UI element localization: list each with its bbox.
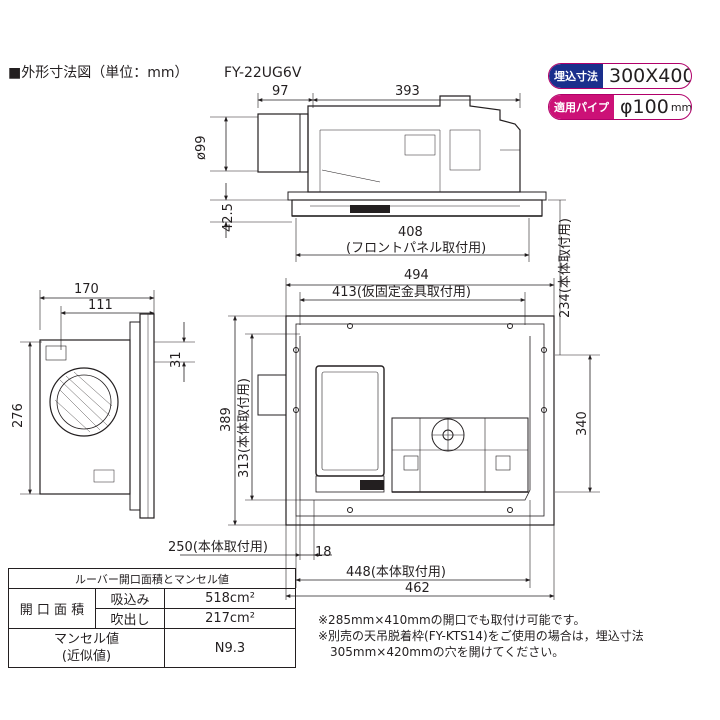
dim-408-note: (フロントパネル取付用) — [346, 241, 486, 256]
pipe-size-badge: 適用パイプ φ100 mm — [548, 94, 692, 120]
dim-393: 393 — [395, 84, 420, 99]
intake-label: 吸込み — [95, 588, 165, 609]
outlet-value: 217cm² — [164, 608, 296, 629]
munsell-label-line2: (近似値) — [61, 649, 112, 664]
end-view — [20, 290, 155, 519]
side-view — [210, 93, 547, 223]
dim-31: 31 — [169, 351, 184, 368]
munsell-value: N9.3 — [164, 628, 296, 668]
dim-389: 389 — [219, 407, 234, 432]
plan-view — [228, 278, 600, 526]
embed-size-label: 埋込寸法 — [549, 64, 603, 88]
dim-413: 413(仮固定金具取付用) — [332, 284, 471, 300]
pipe-size-unit: mm — [670, 100, 692, 114]
note-2: ※別売の天吊脱着枠(FY-KTS14)をご使用の場合は，埋込寸法 — [318, 629, 644, 643]
dim-18: 18 — [315, 545, 332, 560]
dim-408: 408 — [398, 225, 423, 240]
dim-97: 97 — [272, 84, 289, 99]
dim-276: 276 — [11, 403, 26, 428]
dim-313: 313(本体取付用) — [237, 378, 252, 478]
dim-462: 462 — [405, 581, 430, 596]
munsell-label: マンセル値 (近似値) — [8, 628, 165, 668]
embed-size-badge: 埋込寸法 300X400 mm — [548, 63, 692, 89]
dim-99: ø99 — [194, 136, 209, 161]
open-area-label: 開 口 面 積 — [8, 588, 96, 629]
note-1: ※285mm×410mmの開口でも取付け可能です。 — [318, 613, 586, 627]
dim-111: 111 — [88, 298, 113, 313]
dim-448: 448(本体取付用) — [346, 565, 446, 580]
spec-table-header: ルーバー開口面積とマンセル値 — [8, 568, 296, 589]
pipe-size-label: 適用パイプ — [549, 95, 614, 119]
drawing-title: ■外形寸法図（単位：mm） — [8, 65, 189, 81]
outlet-label: 吹出し — [95, 608, 165, 629]
embed-size-value: 300X400 — [609, 65, 692, 87]
louver-spec-table: ルーバー開口面積とマンセル値 開 口 面 積 吸込み 518cm² 吹出し 21… — [8, 568, 296, 668]
dim-250: 250(本体取付用) — [168, 540, 268, 555]
dim-234: 234(本体取付用) — [558, 218, 573, 318]
notes: ※285mm×410mmの開口でも取付け可能です。 ※別売の天吊脱着枠(FY-K… — [318, 612, 718, 660]
dim-494: 494 — [404, 268, 429, 283]
dim-42-5: 42.5 — [221, 203, 236, 232]
model-number: FY-22UG6V — [224, 65, 302, 81]
note-3: 305mm×420mmの穴を開けてください。 — [318, 645, 565, 659]
pipe-size-value: φ100 — [620, 96, 669, 118]
intake-value: 518cm² — [164, 588, 296, 609]
munsell-label-line1: マンセル値 — [53, 632, 119, 647]
dim-170: 170 — [74, 282, 99, 297]
dim-340: 340 — [575, 411, 590, 436]
